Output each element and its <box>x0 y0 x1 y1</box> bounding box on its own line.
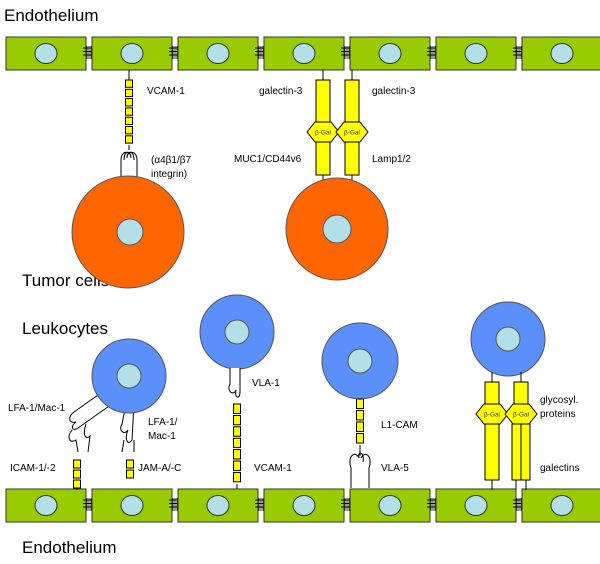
leukocyte-2-nucleus <box>224 319 250 345</box>
label-galectin3-right: galectin-3 <box>372 86 416 97</box>
label-integrin-line2: integrin) <box>151 169 187 180</box>
label-lfa1-line2: Mac-1 <box>148 431 176 442</box>
vcam1-stalk-top <box>125 70 133 150</box>
vcam1-bottom-domain <box>233 471 241 483</box>
label-vcam1-bottom: VCAM-1 <box>254 463 292 474</box>
label-l1cam: L1-CAM <box>381 420 418 431</box>
vcam1-top-domain <box>125 126 133 135</box>
icam-domain <box>73 459 81 469</box>
icam-domain <box>73 479 81 489</box>
jam-molecule <box>126 459 134 479</box>
vcam1-top-domain <box>125 98 133 107</box>
endothelial-bottom-cell-nucleus <box>120 495 144 516</box>
label-galectin3-left: galectin-3 <box>259 86 303 97</box>
vcam1-top-domain <box>125 135 133 144</box>
vla1-receptor <box>228 368 241 398</box>
endothelial-bottom-cell-nucleus <box>292 495 316 516</box>
icam-molecule <box>73 459 81 489</box>
endothelial-bottom-cell-nucleus <box>550 495 574 516</box>
jam-domain <box>126 469 134 479</box>
vcam1-bottom-domain <box>233 437 241 449</box>
label-lfa1-mac1-left: LFA-1/Mac-1 <box>8 403 66 414</box>
endothelium-top-layer <box>5 36 600 71</box>
endothelial-bottom-cell-nucleus <box>464 495 488 516</box>
beta-gal-label-1: β-Gal <box>315 130 332 137</box>
leukocyte-3-nucleus <box>347 348 373 374</box>
vcam1-bottom-domain <box>233 426 241 437</box>
label-lfa1-line1: LFA-1/ <box>148 417 178 428</box>
vcam1-bottom-domain <box>233 449 241 460</box>
endothelial-top-cell-nucleus <box>378 43 402 64</box>
label-lamp1-2: Lamp1/2 <box>372 154 411 165</box>
beta-gal-label-2: β-Gal <box>344 130 361 137</box>
l1cam-domain <box>356 410 364 421</box>
endothelial-top-cell-nucleus <box>550 43 574 64</box>
label-galectins: galectins <box>540 463 579 474</box>
glycoprotein-galectin-left: β-Gal <box>475 372 509 490</box>
label-glyco-line1: glycosyl. <box>540 395 578 406</box>
vcam1-bottom-domain <box>233 414 241 426</box>
endothelial-top-cell-nucleus <box>34 43 58 64</box>
section-title-leukocytes: Leukocytes <box>22 319 108 338</box>
leukocyte-1-nucleus <box>116 363 142 389</box>
vla5-receptor <box>349 452 371 488</box>
endothelial-bottom-cell-nucleus <box>378 495 402 516</box>
endothelial-top-cell-nucleus <box>206 43 230 64</box>
endothelial-bottom-cell <box>435 488 517 523</box>
endothelium-bottom-layer <box>5 445 600 523</box>
vcam1-top-domain <box>125 88 133 98</box>
label-glyco-line2: proteins <box>540 409 576 420</box>
vcam1-molecule-bottom <box>233 403 241 483</box>
tumor-cell-left-nucleus <box>116 218 144 246</box>
l1cam-domain <box>356 421 364 432</box>
label-integrin-line1: (α4β1/β7 <box>151 155 192 166</box>
leukocyte-4-nucleus <box>495 326 521 352</box>
label-vla5: VLA-5 <box>381 463 409 474</box>
vcam1-top-domain <box>125 116 133 125</box>
integrin-receptor-top <box>120 151 138 196</box>
section-title-endothelium-bottom: Endothelium <box>22 538 117 557</box>
endothelial-top-cell-nucleus <box>464 43 488 64</box>
label-jam: JAM-A/-C <box>138 463 181 474</box>
glycoprotein-galectin-right: β-Gal <box>504 372 538 490</box>
label-vla1: VLA-1 <box>252 378 280 389</box>
galectin3-left-stalk: β-Gal <box>306 70 340 185</box>
icam-domain <box>73 469 81 479</box>
lfa1-mac1-receptor-right <box>120 403 135 453</box>
tumor-cell-right-nucleus <box>322 214 352 244</box>
vcam1-bottom-domain <box>233 403 241 414</box>
l1cam-domain <box>356 398 364 409</box>
beta-gal-label-4: β-Gal <box>513 412 530 419</box>
vcam1-top-domain <box>125 107 133 116</box>
jam-domain <box>126 459 134 469</box>
endothelial-top-cell <box>263 36 345 71</box>
beta-gal-label-3: β-Gal <box>484 412 501 419</box>
label-vcam1-top: VCAM-1 <box>147 86 185 97</box>
label-icam: ICAM-1/-2 <box>10 463 56 474</box>
endothelial-top-cell-nucleus <box>292 43 316 64</box>
endothelial-top-cell-nucleus <box>120 43 144 64</box>
galectin3-right-stalk: β-Gal <box>335 70 369 185</box>
vcam1-bottom-domain <box>233 460 241 471</box>
vcam1-top-domain <box>125 79 133 88</box>
label-muc1-cd44v6: MUC1/CD44v6 <box>234 154 302 165</box>
section-title-endothelium-top: Endothelium <box>4 6 99 25</box>
section-title-tumor-cells: Tumor cells <box>22 271 109 290</box>
l1cam-molecule <box>356 398 364 444</box>
l1cam-domain <box>356 433 364 444</box>
endothelial-bottom-cell-nucleus <box>34 495 58 516</box>
endothelial-bottom-cell-nucleus <box>206 495 230 516</box>
